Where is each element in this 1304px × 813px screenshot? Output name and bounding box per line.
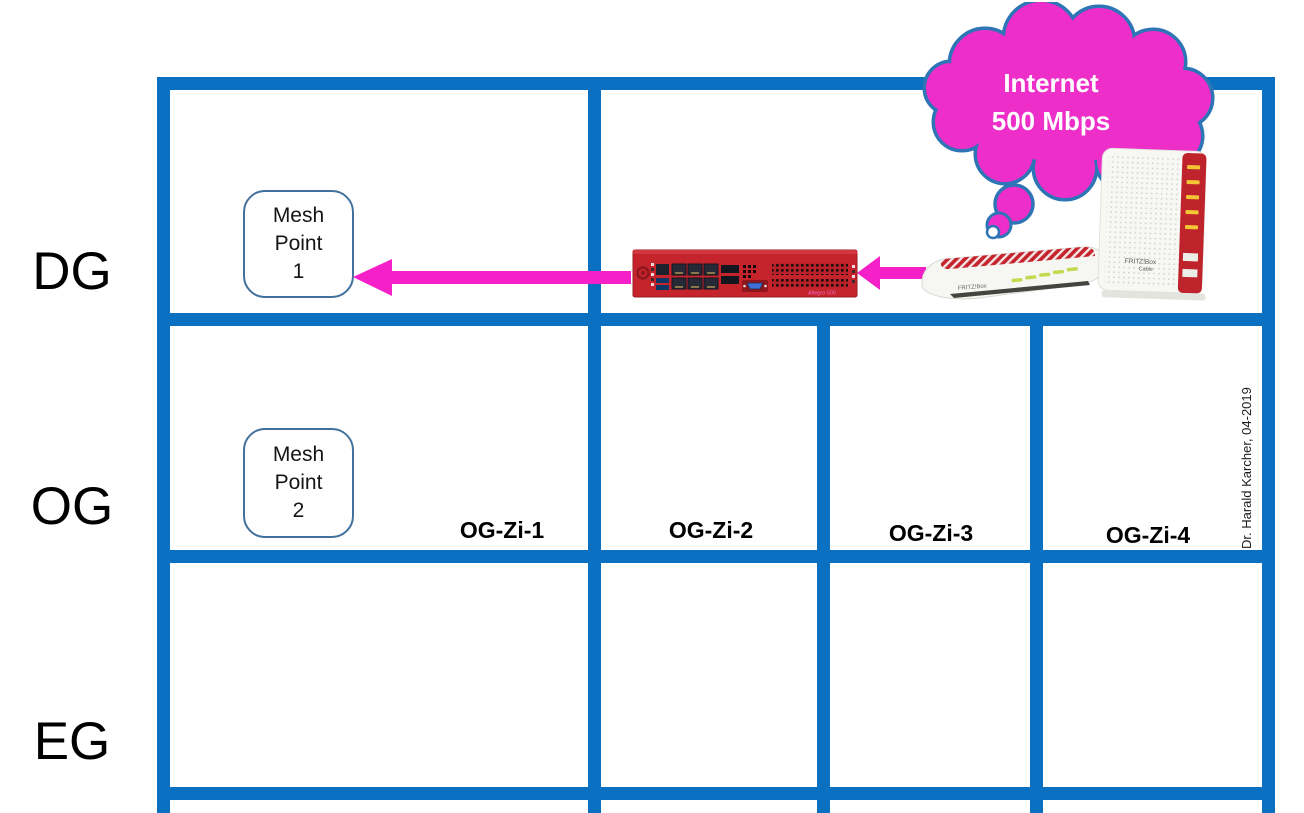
credit-text: Dr. Harald Karcher, 04-2019 xyxy=(1239,387,1254,549)
grid-divider-col-2 xyxy=(817,313,830,813)
grid-divider-og-eg xyxy=(157,550,1275,563)
mesh-point-1-line3: 1 xyxy=(292,260,305,283)
modem-model-label: Cable xyxy=(1138,266,1153,272)
room-label-og-zi-1: OG-Zi-1 xyxy=(459,517,545,543)
router-vent xyxy=(950,281,1090,298)
modem-leds xyxy=(1184,165,1201,230)
appliance-indicators xyxy=(651,263,654,286)
router-brand-label: FRITZ!Box xyxy=(958,283,987,292)
fritzbox-cable-modem: FRITZ!Box Cable xyxy=(1097,147,1207,301)
thought-bubbles xyxy=(985,183,1035,240)
cloud-label: Internet 500 Mbps xyxy=(948,64,1154,140)
modem-base xyxy=(1101,290,1206,301)
room-label-og-zi-4: OG-Zi-4 xyxy=(1105,522,1191,548)
network-appliance: Allegro 500 xyxy=(632,249,858,298)
modem-label-patch-2 xyxy=(1182,268,1198,278)
appliance-brand-label: Allegro 500 xyxy=(807,291,837,297)
dip-block xyxy=(743,265,756,278)
room-label-og-zi-3: OG-Zi-3 xyxy=(888,520,974,546)
usb-port-2 xyxy=(656,285,669,290)
ethernet-ports xyxy=(671,263,719,290)
mesh-point-1-line2: Point xyxy=(274,232,323,255)
router-red-stripe xyxy=(940,246,1095,270)
appliance-right-indicators xyxy=(852,265,855,283)
modem-vent-dots xyxy=(1103,154,1185,287)
mesh-point-1-box: Mesh Point 1 xyxy=(243,190,354,298)
mesh-point-2-line1: Mesh xyxy=(272,443,325,466)
room-label-og-zi-2: OG-Zi-2 xyxy=(668,517,754,543)
mesh-point-2-box: Mesh Point 2 xyxy=(243,428,354,538)
internet-cloud xyxy=(922,2,1215,240)
mesh-point-2-line2: Point xyxy=(274,471,323,494)
grid-border-left xyxy=(157,77,170,813)
floor-label-eg: EG xyxy=(33,712,111,771)
sfp-port-1 xyxy=(721,265,739,273)
mesh-point-2-line3: 2 xyxy=(292,499,305,522)
floor-label-dg: DG xyxy=(32,242,112,301)
grid-divider-eg-bottom xyxy=(157,787,1275,800)
cloud-label-line1: Internet xyxy=(1003,68,1099,98)
grid-divider-dg-og xyxy=(157,313,1275,326)
mesh-point-1-line1: Mesh xyxy=(272,204,325,227)
router-leds xyxy=(1011,267,1078,283)
vent-grille-bottom xyxy=(772,279,848,287)
fritzbox-router: FRITZ!Box xyxy=(921,246,1105,300)
grid-border-right xyxy=(1262,77,1275,813)
console-port xyxy=(656,264,669,275)
modem-label-patch-1 xyxy=(1182,252,1199,262)
vga-port xyxy=(742,280,768,292)
modem-brand-label: FRITZ!Box xyxy=(1125,258,1157,266)
sfp-port-2 xyxy=(721,276,739,284)
appliance-knob xyxy=(636,266,650,280)
cloud-label-line2: 500 Mbps xyxy=(991,106,1111,136)
floor-label-og: OG xyxy=(30,477,114,536)
usb-port-1 xyxy=(656,278,669,283)
grid-divider-col-1 xyxy=(588,77,601,813)
vent-grille-top xyxy=(772,263,848,275)
grid-divider-col-3 xyxy=(1030,313,1043,813)
